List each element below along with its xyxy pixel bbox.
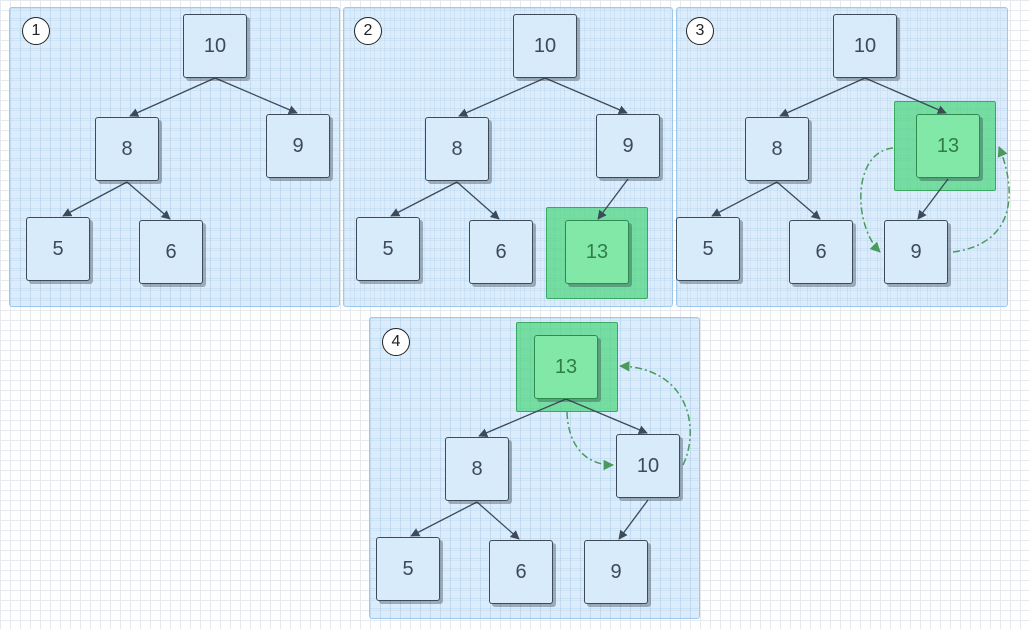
step-badge-4: 4 [382, 328, 410, 356]
tree-node-left-right: 6 [469, 220, 533, 284]
tree-node-left-left: 5 [26, 217, 90, 281]
tree-node-left: 8 [425, 117, 489, 181]
tree-node-inserted: 13 [565, 220, 629, 284]
tree-node-right-left: 9 [584, 540, 648, 604]
tree-node-root: 10 [833, 14, 897, 78]
tree-node-inserted-root: 13 [534, 335, 598, 399]
tree-node-right: 9 [266, 114, 330, 178]
tree-node-left-right: 6 [489, 540, 553, 604]
tree-node-left: 8 [95, 117, 159, 181]
tree-node-left: 8 [745, 117, 809, 181]
tree-node-root: 10 [513, 14, 577, 78]
step-badge-2: 2 [354, 17, 382, 45]
tree-node-root: 10 [183, 14, 247, 78]
step-badge-1: 1 [22, 17, 50, 45]
step-badge-3: 3 [686, 17, 714, 45]
tree-node-right-left: 9 [884, 220, 948, 284]
tree-node-inserted: 13 [916, 114, 980, 178]
tree-node-left-left: 5 [356, 217, 420, 281]
tree-node-right: 10 [616, 434, 680, 498]
tree-node-left-left: 5 [376, 537, 440, 601]
tree-node-left: 8 [445, 437, 509, 501]
tree-node-left-right: 6 [789, 220, 853, 284]
tree-node-left-left: 5 [676, 217, 740, 281]
tree-node-left-right: 6 [139, 220, 203, 284]
tree-node-right: 9 [596, 114, 660, 178]
